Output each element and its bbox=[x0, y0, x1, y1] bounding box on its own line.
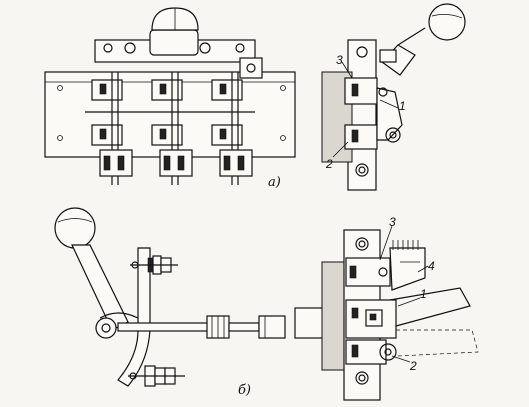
lower-contact bbox=[344, 124, 378, 150]
callout-a-3: 3 bbox=[336, 53, 343, 67]
pole-3 bbox=[211, 72, 253, 185]
panel-body bbox=[321, 261, 345, 371]
callout-a-1: 1 bbox=[399, 99, 406, 113]
view-a-side bbox=[321, 3, 466, 191]
upper-contact bbox=[344, 77, 378, 105]
pole-1 bbox=[91, 72, 133, 185]
side-handle-ball bbox=[428, 3, 466, 41]
connecting-rod bbox=[117, 322, 214, 332]
view-a-front-panel bbox=[44, 7, 296, 185]
side-plate bbox=[347, 39, 377, 191]
bracket-bolt-upper bbox=[130, 255, 178, 275]
contact-3 bbox=[345, 257, 391, 287]
bracket-bolt-lower bbox=[128, 365, 185, 387]
handle-base bbox=[149, 29, 199, 56]
curved-bracket bbox=[117, 247, 151, 387]
callout-b-4: 4 bbox=[428, 259, 435, 273]
callout-a-2: 2 bbox=[325, 157, 333, 171]
rod-end bbox=[258, 315, 286, 339]
side-tab bbox=[239, 57, 263, 79]
pole-2 bbox=[151, 72, 193, 185]
callout-b-3: 3 bbox=[389, 215, 396, 229]
view-a-label: а) bbox=[268, 175, 281, 190]
lever-ball bbox=[54, 207, 96, 249]
view-b-label: б) bbox=[238, 383, 251, 398]
arc-chute-4 bbox=[389, 247, 426, 291]
knife-1 bbox=[345, 299, 397, 339]
callout-b-1: 1 bbox=[420, 287, 427, 301]
lever-arm bbox=[71, 244, 129, 331]
callout-b-2: 2 bbox=[409, 359, 417, 373]
view-b-assembly bbox=[54, 207, 479, 401]
